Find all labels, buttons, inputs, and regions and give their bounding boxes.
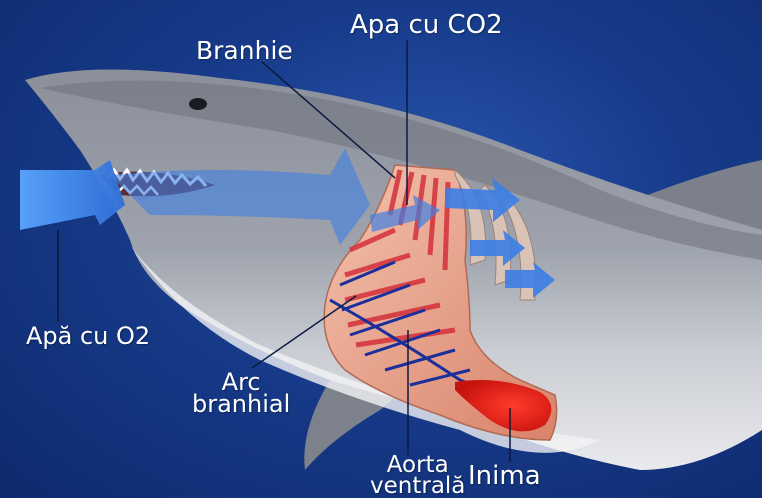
label-branhie: Branhie bbox=[196, 38, 293, 63]
label-arc-line2: branhial bbox=[192, 394, 290, 416]
water-flow-arrow bbox=[20, 160, 125, 230]
label-aorta-ventrala: Aorta ventrală bbox=[370, 455, 465, 496]
label-aorta-line2: ventrală bbox=[370, 476, 465, 497]
label-apa-o2: Apă cu O2 bbox=[26, 324, 150, 348]
label-apa-co2: Apa cu CO2 bbox=[350, 12, 503, 38]
label-arc-branhial: Arc branhial bbox=[192, 372, 290, 415]
label-inima: Inima bbox=[468, 463, 541, 489]
shark-eye bbox=[189, 98, 207, 110]
